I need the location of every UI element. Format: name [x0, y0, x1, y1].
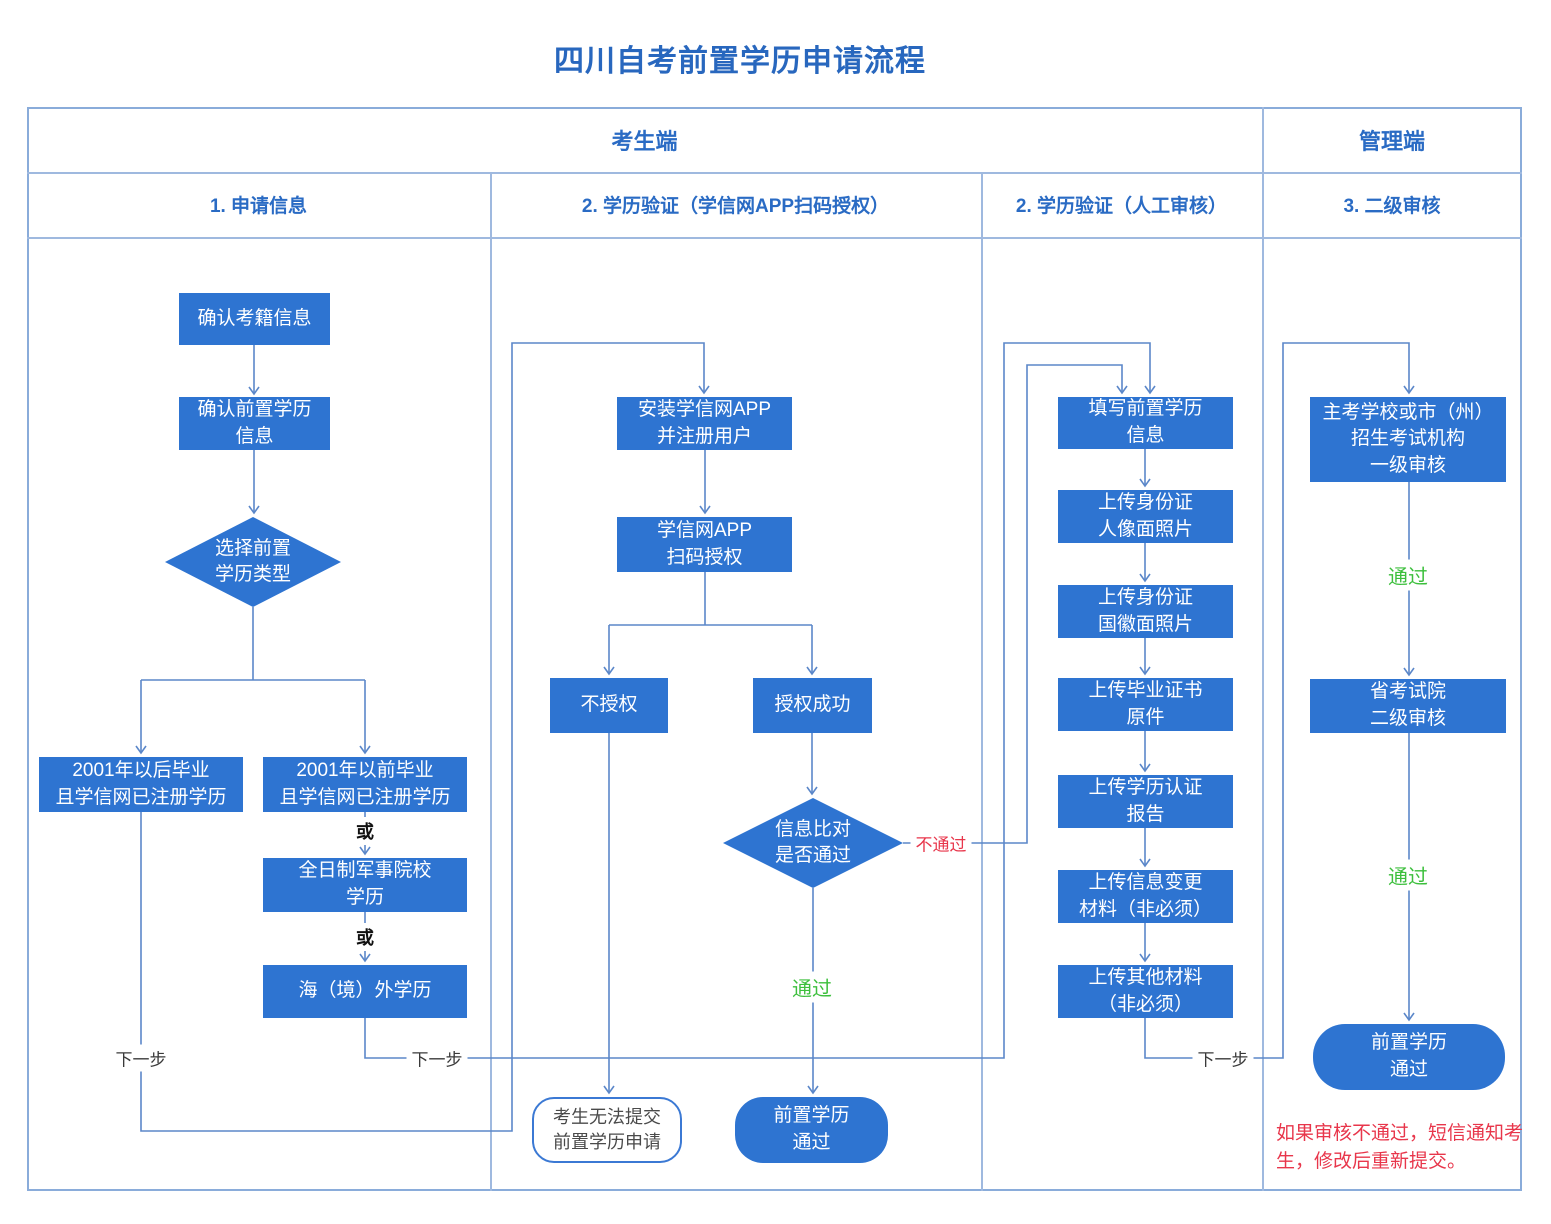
edge-label-next-step-3: 下一步 — [1192, 1044, 1254, 1072]
flow-node-install-app: 安装学信网APP 并注册用户 — [617, 397, 792, 450]
edge-label-pass-1: 通过 — [787, 971, 837, 1003]
table-row-divider-2 — [27, 237, 1522, 239]
flow-node-cannot-submit: 考生无法提交 前置学历申请 — [532, 1097, 682, 1163]
flow-node-scan-auth: 学信网APP 扫码授权 — [617, 517, 792, 572]
flow-node-second-review: 省考试院 二级审核 — [1310, 679, 1506, 733]
flow-node-fill-info: 填写前置学历 信息 — [1058, 397, 1233, 449]
flow-node-upload-report: 上传学历认证 报告 — [1058, 775, 1233, 828]
flow-node-confirm-registration: 确认考籍信息 — [179, 293, 330, 345]
table-outer-border — [27, 107, 1522, 1191]
flow-node-upload-id-back: 上传身份证 国徽面照片 — [1058, 585, 1233, 638]
flow-node-military-school: 全日制军事院校 学历 — [263, 858, 467, 912]
table-col-divider-1 — [490, 172, 492, 1191]
flow-node-after-2001: 2001年以后毕业 且学信网已注册学历 — [39, 757, 243, 812]
edge-label-fail: 不通过 — [910, 829, 972, 857]
flow-node-upload-diploma: 上传毕业证书 原件 — [1058, 678, 1233, 731]
table-col-divider-2 — [981, 172, 983, 1191]
flow-node-auth-success: 授权成功 — [753, 678, 872, 733]
flow-node-upload-other: 上传其他材料 （非必须） — [1058, 965, 1233, 1018]
header-col-manual-review: 2. 学历验证（人工审核） — [1015, 196, 1228, 217]
page-title: 四川自考前置学历申请流程 — [554, 45, 926, 78]
table-row-divider-1 — [27, 172, 1522, 174]
header-admin-side: 管理端 — [1358, 128, 1425, 154]
header-col-apply-info: 1. 申请信息 — [209, 196, 308, 217]
table-col-divider-3 — [1262, 107, 1264, 1191]
flow-node-overseas: 海（境）外学历 — [263, 965, 467, 1018]
flow-node-first-review: 主考学校或市（州） 招生考试机构 一级审核 — [1310, 397, 1506, 482]
flow-node-upload-change: 上传信息变更 材料（非必须） — [1058, 870, 1233, 923]
edge-label-next-step-2: 下一步 — [406, 1044, 468, 1072]
flow-node-before-2001: 2001年以前毕业 且学信网已注册学历 — [263, 757, 467, 812]
edge-label-or-1: 或 — [353, 817, 377, 845]
header-col-second-review: 3. 二级审核 — [1343, 196, 1441, 217]
note-review-fail: 如果审核不通过，短信通知考 生，修改后重新提交。 — [1276, 1123, 1524, 1172]
header-candidate-side: 考生端 — [611, 128, 678, 154]
flow-node-upload-id-front: 上传身份证 人像面照片 — [1058, 490, 1233, 543]
flow-node-passed-candidate: 前置学历 通过 — [735, 1097, 888, 1163]
flow-node-no-auth: 不授权 — [550, 678, 668, 733]
header-col-app-auth: 2. 学历验证（学信网APP扫码授权） — [581, 196, 890, 217]
flow-node-confirm-prior-education: 确认前置学历 信息 — [179, 397, 330, 450]
edge-label-next-step-1: 下一步 — [110, 1044, 172, 1072]
edge-label-pass-3: 通过 — [1383, 859, 1433, 891]
edge-label-pass-2: 通过 — [1383, 559, 1433, 591]
flow-node-passed-admin: 前置学历 通过 — [1313, 1024, 1505, 1090]
edge-label-or-2: 或 — [353, 923, 377, 951]
